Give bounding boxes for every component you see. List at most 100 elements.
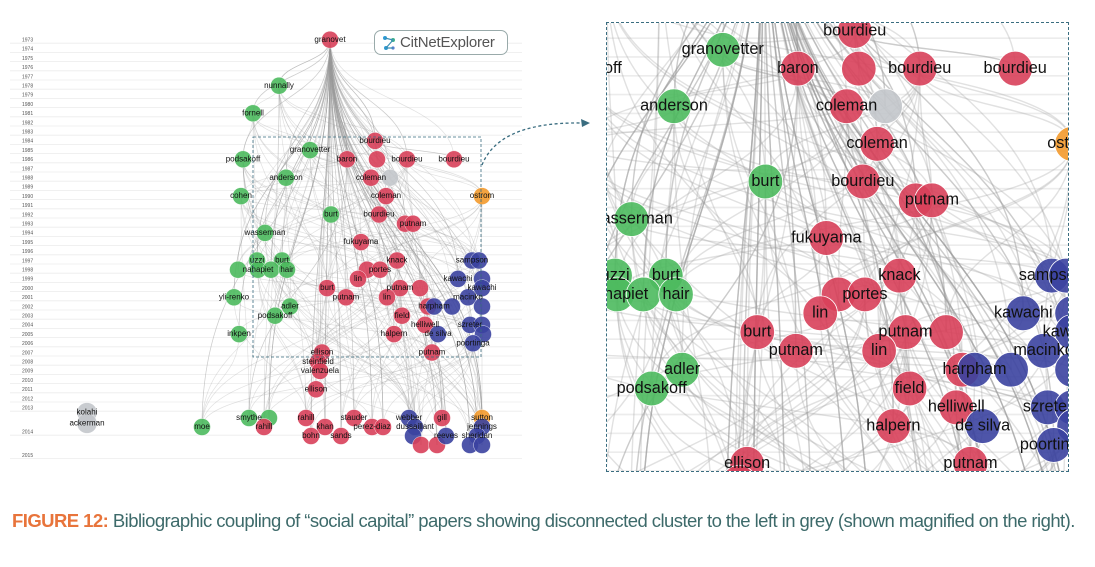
node-label: lin [812,304,828,322]
publication-node-red [337,288,355,306]
publication-node-green [240,409,258,427]
year-label: 2003 [22,314,33,320]
citation-edge [467,196,483,298]
citation-edge [319,39,331,371]
node-label: bohn [302,431,320,440]
citation-edge [329,39,384,428]
publication-node-red [928,314,964,350]
publication-node-red [404,214,422,233]
publication-node-red [938,389,974,426]
citation-edge [726,23,761,471]
publication-node-green [747,163,784,200]
year-label: 1999 [22,277,33,283]
year-label: 2011 [22,387,33,393]
node-label: fornell [242,108,264,117]
citation-edge [310,214,332,437]
node-label: jennings [466,422,497,431]
citation-edge [876,143,901,276]
year-label: 2009 [22,369,33,375]
citation-edge [270,39,331,270]
citation-edge [268,39,331,419]
year-label: 2012 [22,396,33,402]
publication-node-red [881,257,918,294]
citation-edge [305,288,401,419]
citation-edge [329,39,373,428]
citation-edge [268,85,280,419]
citation-edge [329,39,408,160]
citation-edge [406,159,483,428]
node-label: ellison [305,384,328,393]
publication-node-green [234,150,252,169]
citation-edge [642,23,723,295]
citation-edge [386,297,471,446]
citation-edge [404,223,483,419]
publication-node-red [802,295,838,332]
publication-node-blue [473,297,491,316]
citation-edge [607,23,737,263]
publication-node-green [301,141,319,159]
citation-edge [305,343,474,419]
citation-edge [607,23,618,295]
citation-edge [876,143,1053,276]
node-label: sutton [471,413,493,422]
citation-edge [774,23,866,471]
citation-edge [329,39,384,428]
citation-edge [797,23,1060,471]
year-label: 2000 [22,286,33,292]
citation-edge [675,106,848,295]
citation-edge [771,23,845,471]
publication-node-blue [1048,257,1068,294]
node-label: coleman [816,97,877,115]
citation-edge [688,294,866,471]
citation-edge [607,23,712,180]
caption-text: Bibliographic coupling of “social capita… [108,510,1076,531]
citation-edge [329,39,373,428]
citation-edge [865,23,886,107]
citation-edge [856,23,933,201]
node-label: steinfield [302,357,334,366]
node-label: ostrom [470,191,495,200]
node-label: cohen [230,191,252,200]
citation-edge [329,39,438,446]
node-label: halpern [381,329,408,338]
publication-node-blue [956,351,993,388]
citation-edge [256,260,410,419]
publication-node-red [316,418,334,436]
citation-edge [256,39,331,261]
citation-edge [726,23,761,471]
node-label: field [895,379,925,397]
publication-node-blue [464,334,482,352]
node-label: granovetter [290,145,331,154]
node-label: putnam [387,283,414,292]
citation-edge [278,85,408,160]
publication-node-red [362,168,380,187]
citation-edge [607,243,862,471]
citation-edge [614,275,834,471]
year-label: 1993 [22,222,33,228]
citation-edge [764,181,782,471]
citation-edge [833,23,848,107]
citation-edge [264,39,331,233]
node-label: podsakoff [258,311,293,320]
year-label: 2007 [22,350,33,356]
citation-edge [329,39,459,279]
publication-node-green [705,32,741,68]
citation-network-overview: 1973197419751976197719781979198019811982… [10,31,522,459]
citation-edge [321,39,331,353]
publication-node-red [311,362,329,380]
node-label: bourdieu [363,210,394,219]
nodes: bourdieugranovetterpodsakoffbaronbourdie… [607,23,1068,471]
citation-edge [329,39,473,261]
citation-edge [237,177,372,270]
publication-node-red [398,150,416,169]
citation-edge [746,200,917,464]
citation-edge [771,23,845,471]
citnetexplorer-logo: CitNetExplorer [374,30,508,55]
citation-edge [329,39,406,224]
citation-edge [910,23,921,69]
citation-edge [973,391,1068,471]
citation-edge [665,106,675,276]
publication-node-blue [459,288,477,306]
node-label: gill [437,413,447,422]
node-label: yli-renko [219,292,250,301]
